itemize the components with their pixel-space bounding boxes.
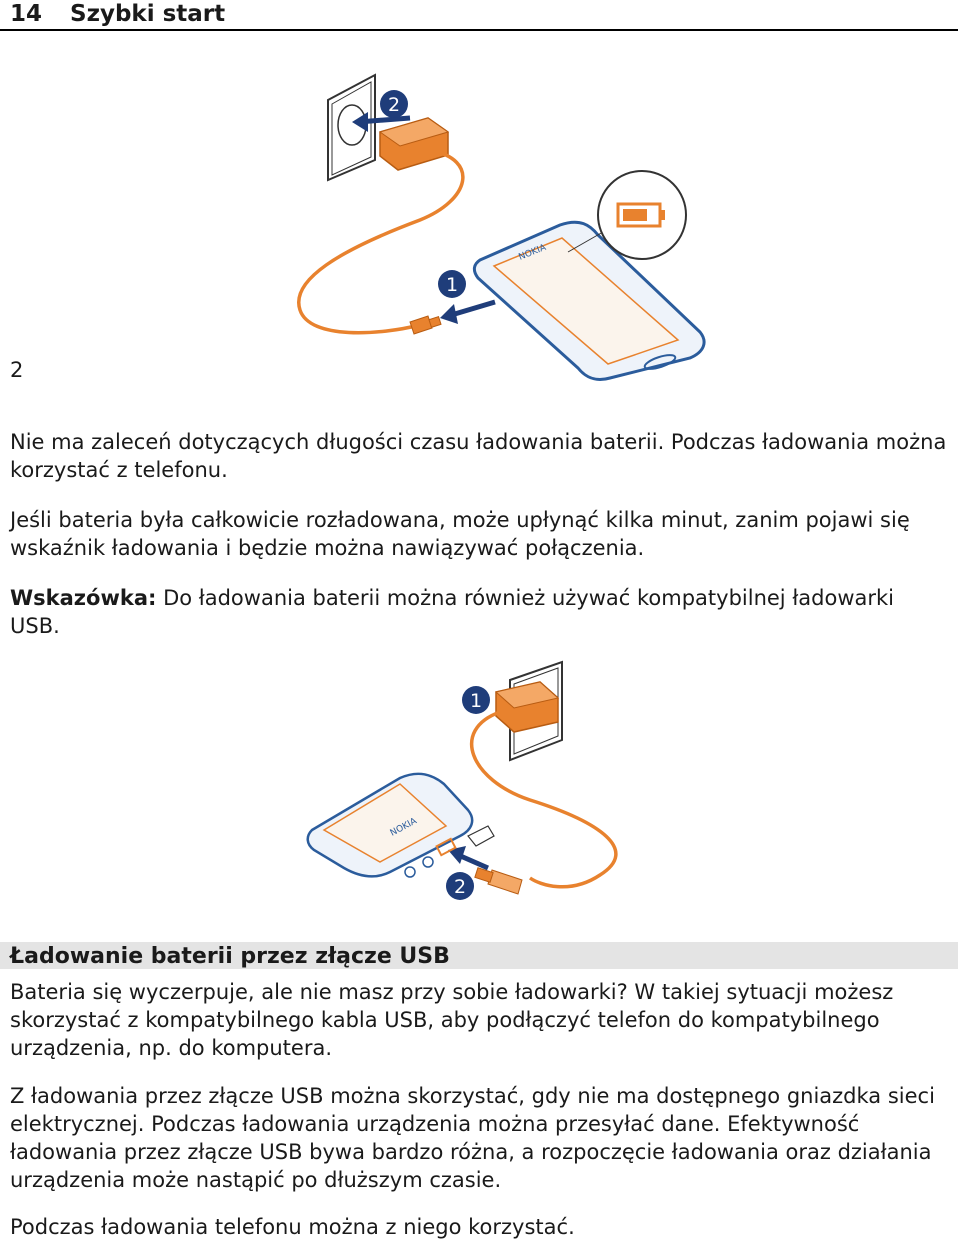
charger-plug-icon [378,117,450,171]
section-title: Szybki start [70,1,226,27]
usb-intro-paragraph: Bateria się wyczerpuje, ale nie masz prz… [10,980,894,1060]
charger-wall-illustration: NOKIA 2 1 [297,73,706,382]
svg-text:1: 1 [470,690,482,712]
usb-charger-illustration: NOKIA 1 2 [306,660,618,900]
tip-label: Wskazówka: [10,586,157,610]
callout-1-icon: 1 [438,270,466,298]
tip-paragraph: Wskazówka: Do ładowania baterii można ró… [10,584,950,640]
usb-plug-icon [474,867,523,895]
charging-time-paragraph: Nie ma zaleceń dotyczących długości czas… [10,430,947,482]
micro-usb-plug-icon [409,315,442,335]
svg-text:2: 2 [388,94,400,116]
phone-icon: NOKIA [472,220,706,382]
phone-icon: NOKIA [306,772,495,878]
svg-text:1: 1 [446,274,458,296]
wall-socket-icon [327,73,376,182]
svg-text:2: 2 [454,876,466,898]
page-header: 14 Szybki start [0,0,958,31]
step-reference: 2 [10,358,24,382]
callout-2-icon: 2 [446,872,474,900]
callout-2-icon: 2 [380,90,408,118]
tip-text: Do ładowania baterii można również używa… [10,586,895,638]
callout-1-icon: 1 [462,686,490,714]
page-number: 14 [10,1,43,27]
charger-plug-icon [494,681,560,733]
usb-charging-heading: Ładowanie baterii przez złącze USB [0,942,958,969]
discharged-battery-paragraph: Jeśli bateria była całkowicie rozładowan… [10,508,910,560]
usb-details-paragraph: Z ładowania przez złącze USB można skorz… [10,1084,935,1192]
battery-charging-icon [616,202,665,228]
usb-usage-paragraph: Podczas ładowania telefonu można z niego… [10,1215,575,1239]
